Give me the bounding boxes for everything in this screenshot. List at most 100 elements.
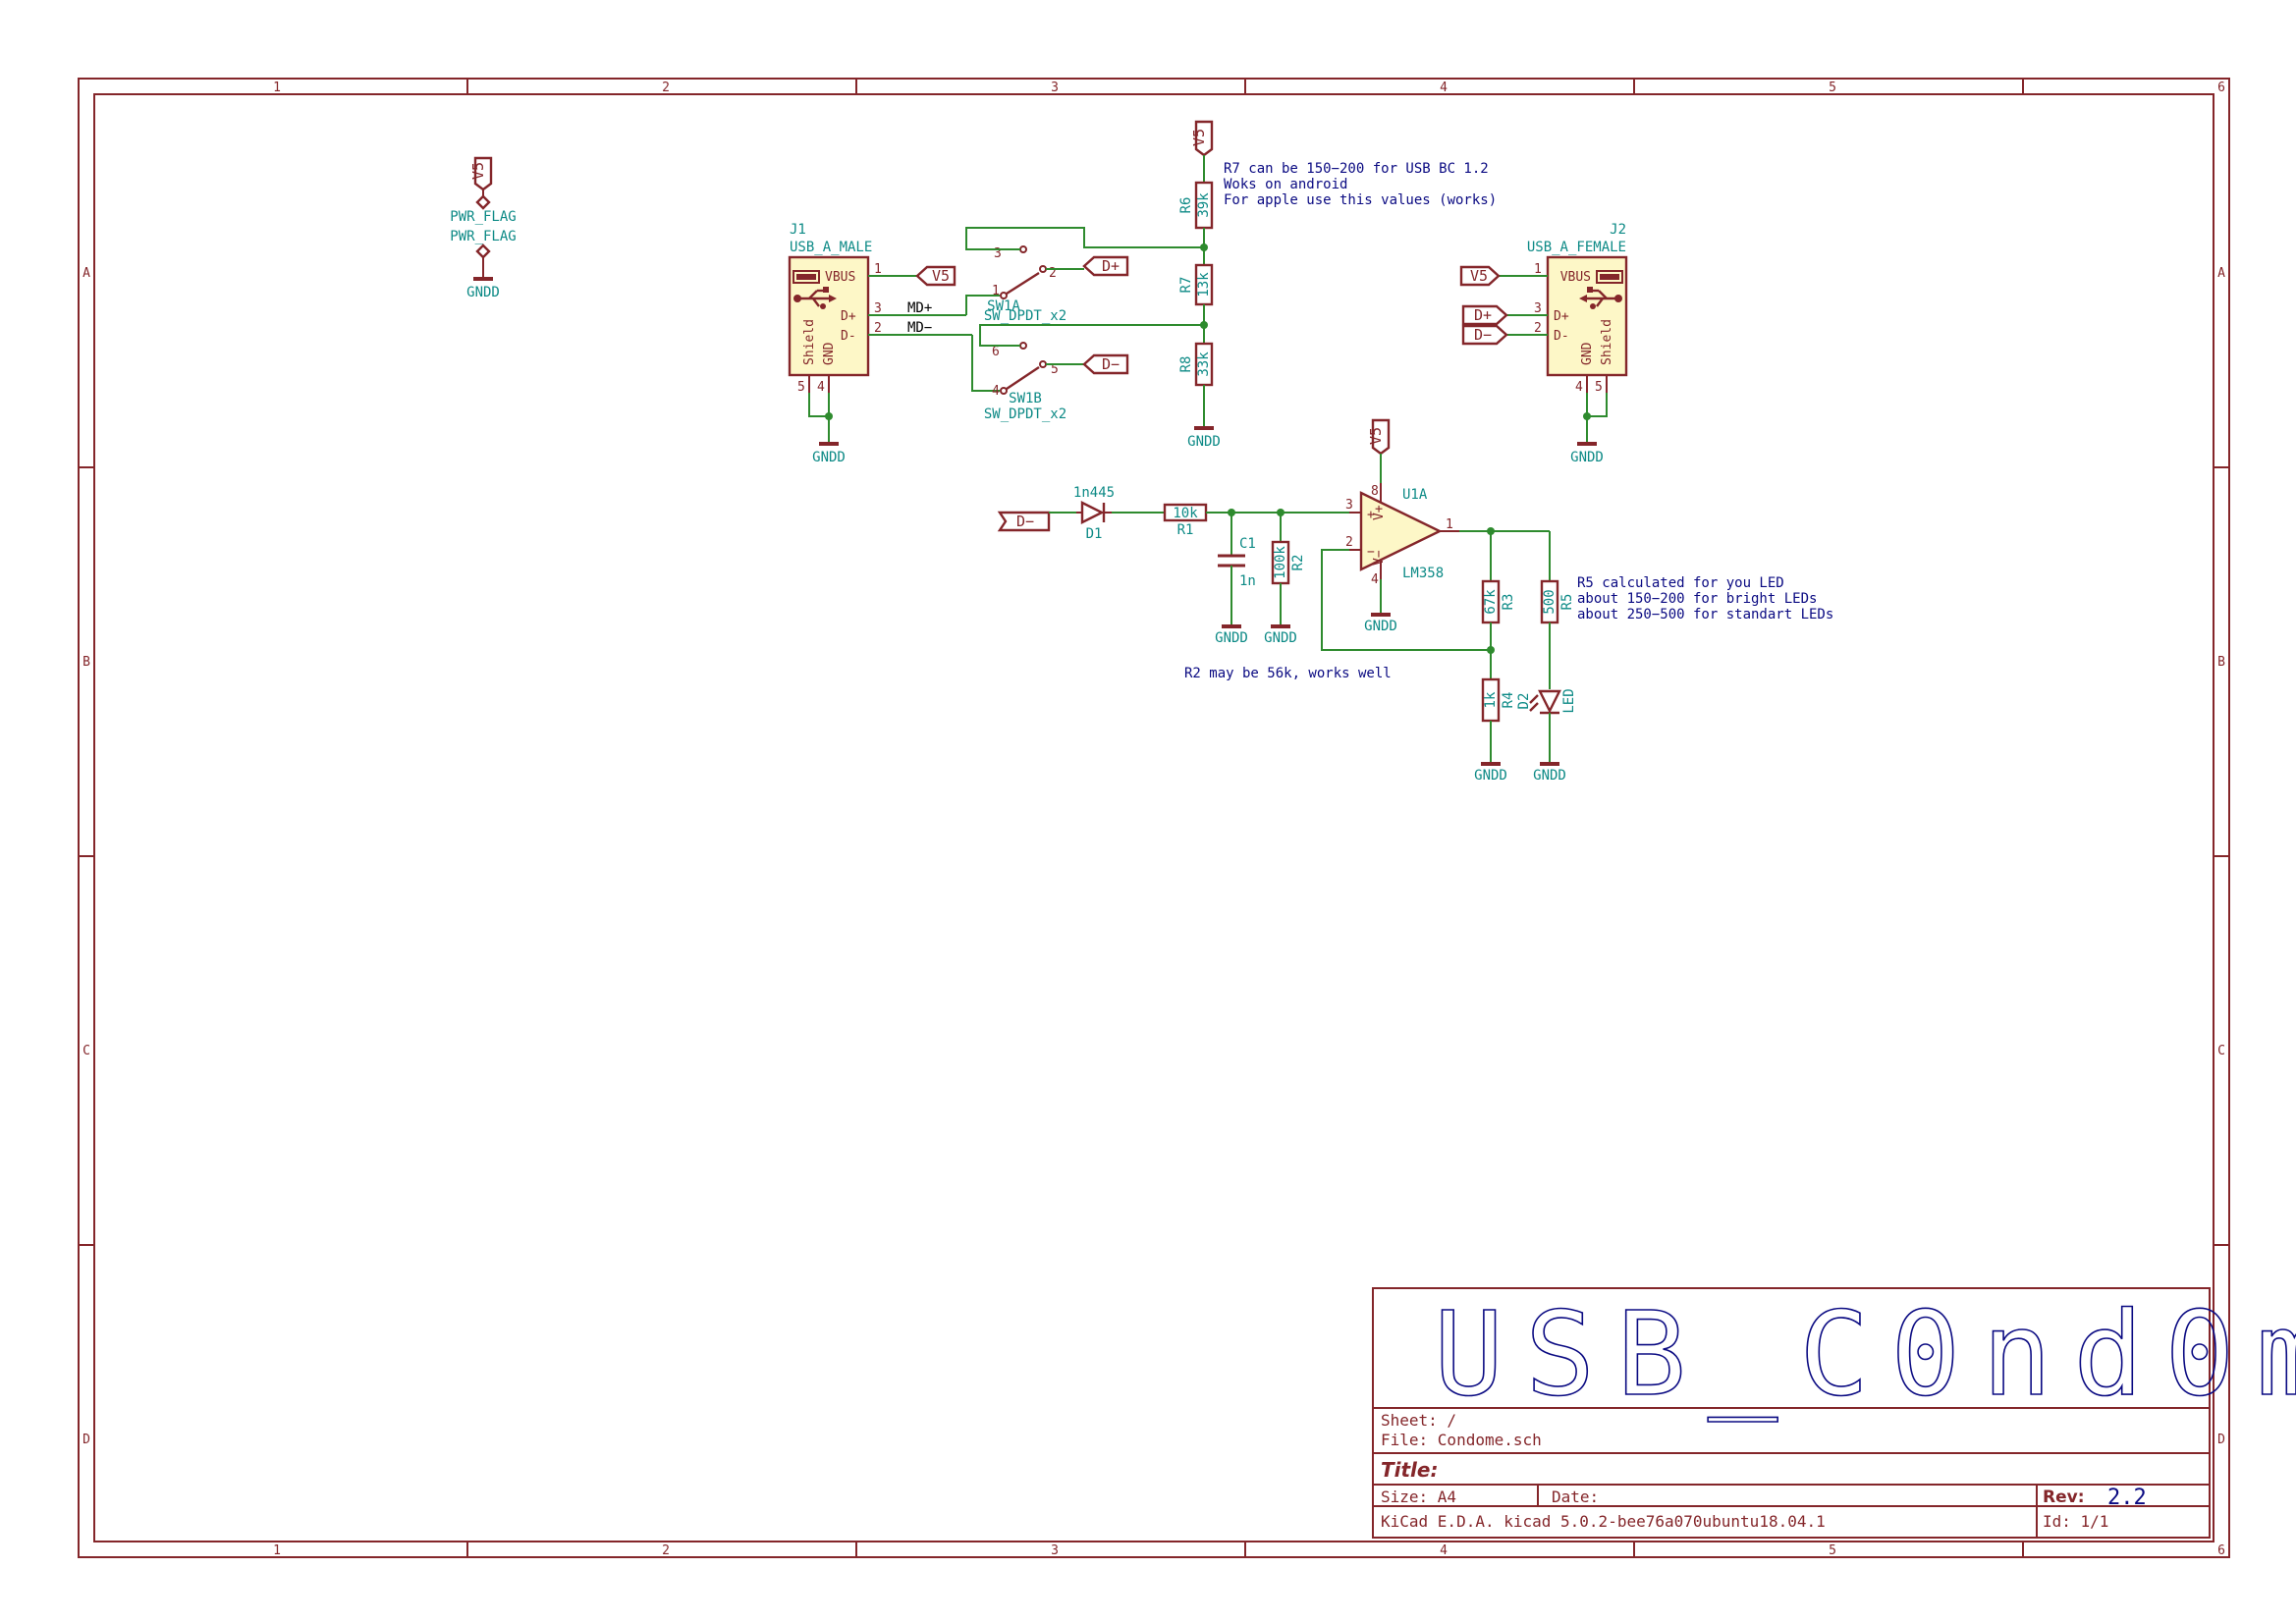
r7-ref: R7 xyxy=(1178,277,1194,294)
col-label-2-bottom: 2 xyxy=(662,1543,670,1558)
sw1a-dplus-global-label[interactable] xyxy=(1082,255,1129,277)
note-r5-1: R5 calculated for you LED xyxy=(1577,575,1784,591)
j1-pin-dm: D- xyxy=(841,329,856,344)
sw1a-pin-1: 1 xyxy=(992,284,1000,298)
led-d2[interactable] xyxy=(1529,689,1561,715)
j2-v5-global-label[interactable] xyxy=(1459,265,1501,287)
u1-ref: U1A xyxy=(1402,487,1428,503)
sheet-frame: 1 2 3 4 5 6 1 2 3 4 5 6 A B C D A B C D xyxy=(78,78,2230,1558)
r3-value: 67k xyxy=(1483,589,1499,615)
pwr-flag-label-1: PWR_FLAG xyxy=(450,209,516,225)
d2-ref: D2 xyxy=(1516,693,1532,710)
j1-pin-gnd: GND xyxy=(822,342,837,365)
r8-ref: R8 xyxy=(1178,356,1194,373)
d1-value: 1n445 xyxy=(1073,485,1115,501)
opamp-u1a[interactable] xyxy=(1359,491,1443,571)
j2-pin-shield: Shield xyxy=(1600,319,1614,365)
pwr-flag-label-2: PWR_FLAG xyxy=(450,229,516,244)
j1-pin-vbus: VBUS xyxy=(825,270,855,285)
d2-gnd-label: GNDD xyxy=(1533,768,1566,784)
u1-pin-1: 1 xyxy=(1446,517,1453,532)
sw1b-dminus-global-label[interactable] xyxy=(1082,353,1129,375)
diode-d1[interactable] xyxy=(1076,501,1112,524)
j2-dplus-global-text: D+ xyxy=(1474,306,1492,324)
sw1b-value: SW_DPDT_x2 xyxy=(984,406,1066,422)
gnd-label: GNDD xyxy=(466,285,500,300)
title-block-file: File: Condome.sch xyxy=(1381,1431,1542,1449)
r3-ref: R3 xyxy=(1501,594,1516,611)
row-label-a-right: A xyxy=(2217,266,2225,281)
j1-pin-dp: D+ xyxy=(841,309,856,324)
j1-vbus-global-text: V5 xyxy=(932,267,950,285)
col-label-6: 6 xyxy=(2217,81,2225,95)
sw1a-contact-3 xyxy=(1019,245,1027,253)
col-label-5: 5 xyxy=(1829,81,1836,95)
title-block-date: Date: xyxy=(1552,1488,1599,1506)
sw1b-blade xyxy=(1006,366,1040,390)
j1-ref: J1 xyxy=(790,222,806,238)
switch-sw1b[interactable]: 6 5 4 SW1B SW_DPDT_x2 D− xyxy=(971,324,1204,422)
net-md-minus: MD− xyxy=(907,320,932,336)
j2-pin-gnd: GND xyxy=(1580,342,1595,365)
sw1a-common-contact xyxy=(1000,292,1008,299)
j2-dplus-global-label[interactable] xyxy=(1461,304,1508,326)
detector-input-global-text: D− xyxy=(1016,513,1034,530)
j1-pin-number-3: 3 xyxy=(874,301,882,316)
col-label-1: 1 xyxy=(273,81,281,95)
title-block-title-label: Title: xyxy=(1381,1458,1438,1482)
connector-j2[interactable]: J2 USB_A_FEMALE VBUS D+ D- GND Shield 1 … xyxy=(1459,222,1628,465)
sw1a-dplus-global-text: D+ xyxy=(1102,257,1120,275)
col-label-4-bottom: 4 xyxy=(1440,1543,1448,1558)
r5-value: 500 xyxy=(1542,589,1558,614)
v5-power-symbol[interactable] xyxy=(473,156,493,191)
voltage-divider[interactable]: V5 39k R6 13k R7 33k R8 GNDD R7 can be 1… xyxy=(1178,120,1497,450)
d2-value: LED xyxy=(1561,688,1577,713)
detector-input-global-label[interactable] xyxy=(997,511,1051,532)
sw1a-pin-3: 3 xyxy=(994,246,1002,261)
sw1b-ref: SW1B xyxy=(1009,391,1042,406)
sw1a-pin-2: 2 xyxy=(1049,266,1057,281)
c1-value: 1n xyxy=(1239,573,1256,589)
connector-j1[interactable]: J1 USB_A_MALE VBUS D+ D- Shield GND 1 3 … xyxy=(788,222,972,465)
j2-pin-number-4: 4 xyxy=(1575,380,1583,395)
power-flag-group[interactable]: V5 PWR_FLAG PWR_FLAG GNDD xyxy=(450,156,517,300)
detector-circuit[interactable]: D− 1n445 D1 10k R1 C1 1n GNDD xyxy=(997,418,1833,784)
net-md-plus: MD+ xyxy=(907,300,932,316)
j2-pin-dm: D- xyxy=(1554,329,1569,344)
j2-value: USB_A_FEMALE xyxy=(1527,240,1626,255)
sw1b-pin-5: 5 xyxy=(1051,362,1059,377)
j1-pin-number-1: 1 xyxy=(874,262,882,277)
divider-note-2: Woks on android xyxy=(1224,177,1347,192)
switch-sw1a[interactable]: 3 2 1 SW1A SW_DPDT_x2 D+ xyxy=(965,227,1204,324)
sw1b-pin-4: 4 xyxy=(992,384,1000,399)
col-label-3: 3 xyxy=(1051,81,1059,95)
j2-dminus-global-label[interactable] xyxy=(1461,324,1508,346)
row-label-c: C xyxy=(82,1044,90,1058)
r4-ref: R4 xyxy=(1501,692,1516,709)
u1-gnd-label: GNDD xyxy=(1364,619,1397,634)
title-block-id: Id: 1/1 xyxy=(2043,1512,2108,1531)
c1-ref: C1 xyxy=(1239,536,1256,552)
divider-v5-power-symbol[interactable] xyxy=(1194,120,1214,157)
j2-v5-global-text: V5 xyxy=(1470,267,1488,285)
j1-pin-number-2: 2 xyxy=(874,321,882,336)
col-label-1-bottom: 1 xyxy=(273,1543,281,1558)
row-label-b-right: B xyxy=(2217,655,2225,670)
j2-pin-number-1: 1 xyxy=(1534,262,1542,277)
j1-pin-number-4: 4 xyxy=(817,380,825,395)
divider-v5-label: V5 xyxy=(1190,129,1208,146)
sw1b-common-contact xyxy=(1000,387,1008,395)
r2-value: 100k xyxy=(1273,546,1288,579)
divider-note-3: For apple use this values (works) xyxy=(1224,192,1497,208)
u1-plus-sign: + xyxy=(1367,508,1375,522)
u1-v5-power-symbol[interactable] xyxy=(1371,418,1391,456)
u1-vminus: V− xyxy=(1372,550,1387,566)
col-label-4: 4 xyxy=(1440,81,1448,95)
col-label-2: 2 xyxy=(662,81,670,95)
title-block-kicad: KiCad E.D.A. kicad 5.0.2-bee76a070ubuntu… xyxy=(1381,1512,1826,1531)
r1-ref: R1 xyxy=(1177,522,1194,538)
capacitor-c1[interactable] xyxy=(1218,554,1245,568)
j1-pin-number-5: 5 xyxy=(797,380,805,395)
j2-usb-receptacle-icon xyxy=(1596,270,1623,284)
j1-vbus-global-label[interactable] xyxy=(915,265,957,287)
